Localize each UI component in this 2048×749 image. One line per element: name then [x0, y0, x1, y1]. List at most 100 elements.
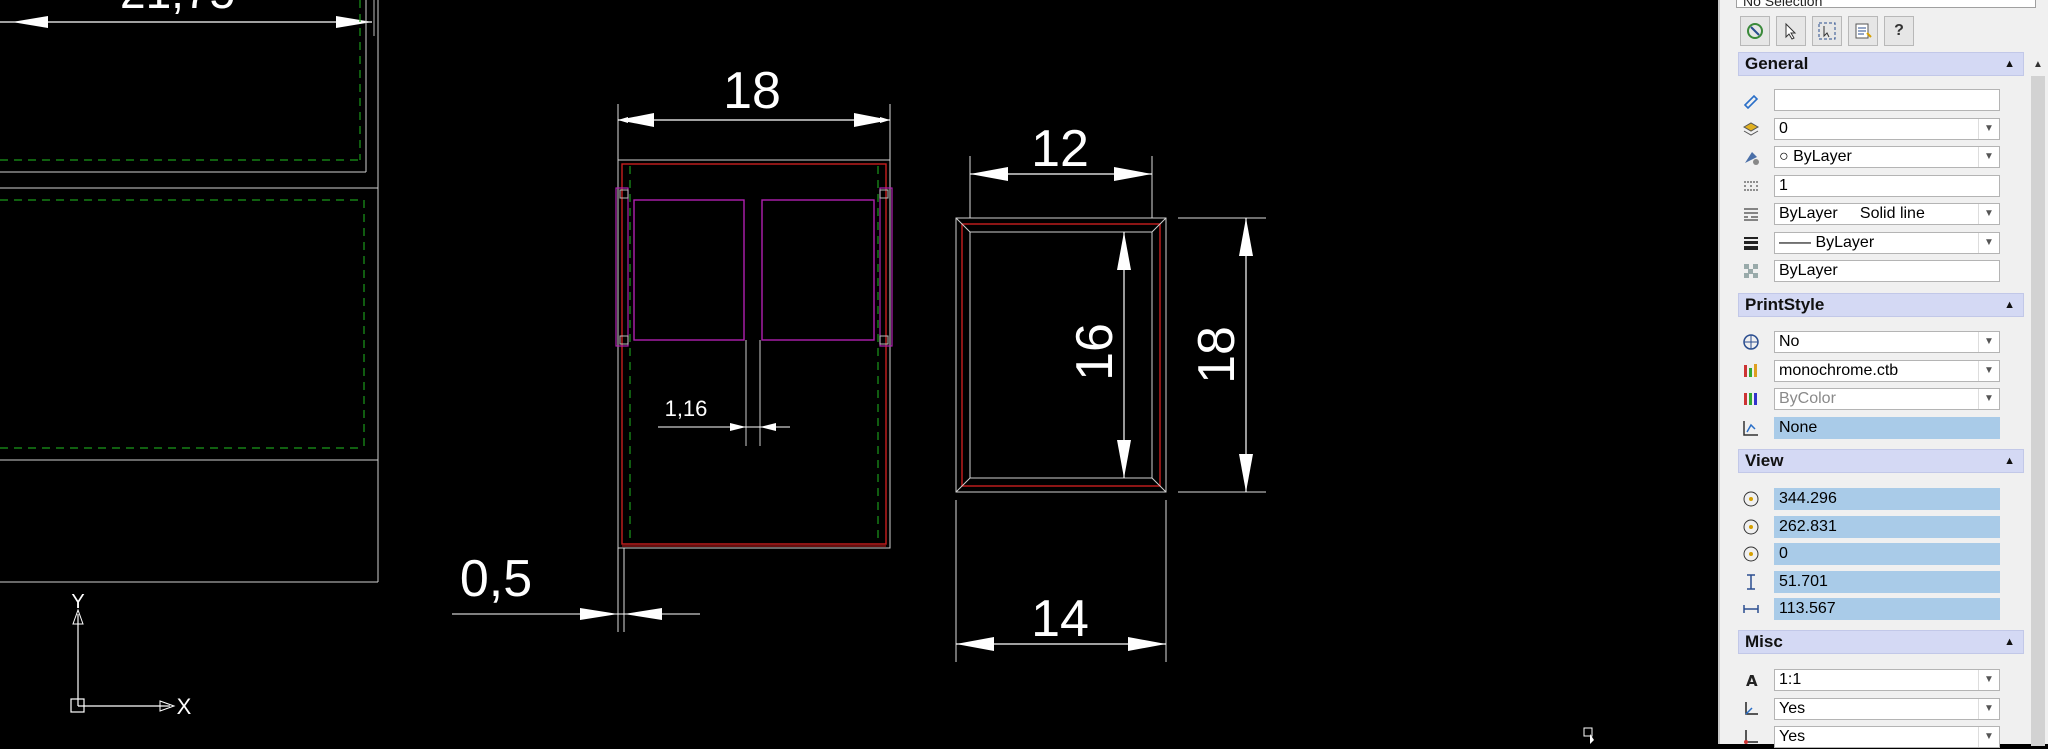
linetype-scale-icon [1740, 176, 1762, 196]
ucs-x-label: X [177, 694, 192, 719]
dim-height-16: 16 [1066, 323, 1124, 381]
property-value-field[interactable]: 0 [1774, 543, 2000, 565]
section-printstyle-title: PrintStyle [1745, 295, 1825, 314]
property-row-view: 344.296 [1740, 487, 2024, 511]
selection-combo[interactable]: No Selection [1736, 0, 2036, 8]
property-row-general: 0▼ [1740, 117, 2024, 141]
property-value-text: 262.831 [1779, 517, 1837, 535]
dim-width-18: 18 [723, 62, 781, 120]
property-row-view: 51.701 [1740, 570, 2024, 594]
property-value-field[interactable]: Yes▼ [1774, 726, 2000, 748]
color-icon [1740, 90, 1762, 110]
property-value-field[interactable]: monochrome.ctb ▼ [1774, 359, 2000, 382]
property-row-printstyle: No ▼ [1740, 330, 2024, 354]
center-z-icon [1740, 544, 1762, 564]
chevron-down-icon[interactable]: ▼ [1978, 118, 1999, 139]
property-value-text: monochrome.ctb [1779, 361, 1899, 379]
property-value-field[interactable] [1774, 89, 2000, 111]
property-value-text: ByLayer Solid line [1779, 205, 1925, 222]
plot-color-icon [1740, 389, 1762, 409]
chevron-down-icon[interactable]: ▼ [1978, 204, 1999, 224]
property-value-field[interactable]: ByLayer [1774, 260, 2000, 282]
property-row-view: 262.831 [1740, 515, 2024, 539]
property-value-field[interactable]: 0▼ [1774, 117, 2000, 140]
chevron-down-icon[interactable]: ▼ [1978, 332, 1999, 352]
plot-style-icon [1740, 332, 1762, 352]
chevron-down-icon[interactable]: ▼ [1978, 232, 1999, 253]
property-value-field[interactable]: ByLayer Solid line ▼ [1774, 203, 2000, 225]
property-value-text: No [1779, 333, 1800, 350]
properties-panel: No Selection ? ▲ General ▲ 0▼○ ByLayer▼1… [1718, 0, 2048, 748]
collapse-icon[interactable]: ▲ [2004, 455, 2015, 467]
right-object[interactable]: 12 16 18 14 [955, 120, 1266, 662]
chevron-down-icon[interactable]: ▼ [1978, 360, 1999, 381]
layer-icon [1740, 119, 1762, 139]
chevron-down-icon[interactable]: ▼ [1978, 698, 1999, 719]
property-row-printstyle: None [1740, 416, 2024, 440]
property-value-text: ByColor [1779, 390, 1836, 407]
property-value-field[interactable]: 262.831 [1774, 515, 2000, 538]
transparency-icon [1740, 261, 1762, 281]
center-x-icon [1740, 489, 1762, 509]
scroll-up-icon[interactable]: ▲ [2033, 58, 2043, 70]
property-value-field[interactable]: —— ByLayer ▼ [1774, 231, 2000, 254]
section-printstyle-header[interactable]: PrintStyle ▲ [1738, 293, 2024, 317]
section-view-header[interactable]: View ▲ [1738, 449, 2024, 473]
chevron-down-icon[interactable]: ▼ [1978, 389, 1999, 409]
help-icon[interactable]: ? [1884, 16, 1914, 46]
scroll-thumb[interactable] [2031, 76, 2045, 746]
plot-table-icon [1740, 361, 1762, 381]
quick-select-icon[interactable] [1740, 16, 1770, 46]
chevron-down-icon[interactable]: ▼ [1978, 147, 1999, 167]
properties-scrollbar[interactable]: ▲ [2028, 54, 2048, 746]
property-value-field[interactable]: Yes ▼ [1774, 697, 2000, 720]
drawing-svg[interactable]: 21,75 18 [0, 0, 1718, 744]
property-value-text: Yes [1779, 699, 1806, 717]
width-icon [1740, 599, 1762, 619]
property-row-general [1740, 88, 2024, 112]
property-value-field[interactable]: ByColor ▼ [1774, 388, 2000, 410]
property-row-general: ByLayer Solid line ▼ [1740, 202, 2024, 226]
middle-object[interactable]: 18 1,16 0,5 [452, 62, 893, 632]
property-value-field[interactable]: 113.567 [1774, 598, 2000, 620]
property-value-text: ○ ByLayer [1779, 148, 1852, 165]
ucs-icon-on-icon [1740, 699, 1762, 719]
property-value-field[interactable]: ○ ByLayer ▼ [1774, 146, 2000, 168]
toggle-pickadd-icon[interactable] [1848, 16, 1878, 46]
property-value-text: None [1779, 418, 1818, 436]
property-value-text: 0 [1779, 545, 1788, 562]
collapse-icon[interactable]: ▲ [2004, 299, 2015, 311]
dim-width-14: 14 [1031, 590, 1089, 648]
select-objects-icon[interactable] [1776, 16, 1806, 46]
section-misc-header[interactable]: Misc ▲ [1738, 630, 2024, 654]
property-value-field[interactable]: No ▼ [1774, 331, 2000, 353]
property-value-text: 0 [1779, 119, 1788, 137]
property-value-field[interactable]: 1:1 ▼ [1774, 669, 2000, 691]
property-value-text: 113.567 [1779, 600, 1836, 617]
property-value-text: 1:1 [1779, 671, 1802, 688]
property-value-text: —— ByLayer [1779, 233, 1875, 251]
property-value-field[interactable]: 344.296 [1774, 488, 2000, 510]
pickadd-toggle-icon[interactable] [1812, 16, 1842, 46]
section-misc-title: Misc [1745, 632, 1783, 651]
dim-left-top: 21,75 [120, 0, 235, 18]
property-value-text: 344.296 [1779, 490, 1837, 507]
chevron-down-icon[interactable]: ▼ [1978, 727, 1999, 747]
ucs-icon: Y X [70, 591, 192, 719]
drawing-canvas[interactable]: 21,75 18 [0, 0, 1718, 744]
property-value-field[interactable]: 51.701 [1774, 570, 2000, 593]
cursor-icon [1583, 727, 1594, 744]
height-icon [1740, 572, 1762, 592]
property-value-field[interactable]: 1 [1774, 174, 2000, 197]
dim-gap-116: 1,16 [665, 396, 708, 421]
section-general-header[interactable]: General ▲ [1738, 52, 2024, 76]
collapse-icon[interactable]: ▲ [2004, 58, 2015, 70]
property-row-printstyle: monochrome.ctb ▼ [1740, 359, 2024, 383]
properties-toolbar: ? [1740, 16, 1914, 46]
collapse-icon[interactable]: ▲ [2004, 636, 2015, 648]
left-object[interactable]: 21,75 [0, 0, 379, 583]
dim-height-18: 18 [1188, 326, 1246, 384]
property-value-field[interactable]: None [1774, 416, 2000, 439]
chevron-down-icon[interactable]: ▼ [1978, 670, 1999, 690]
